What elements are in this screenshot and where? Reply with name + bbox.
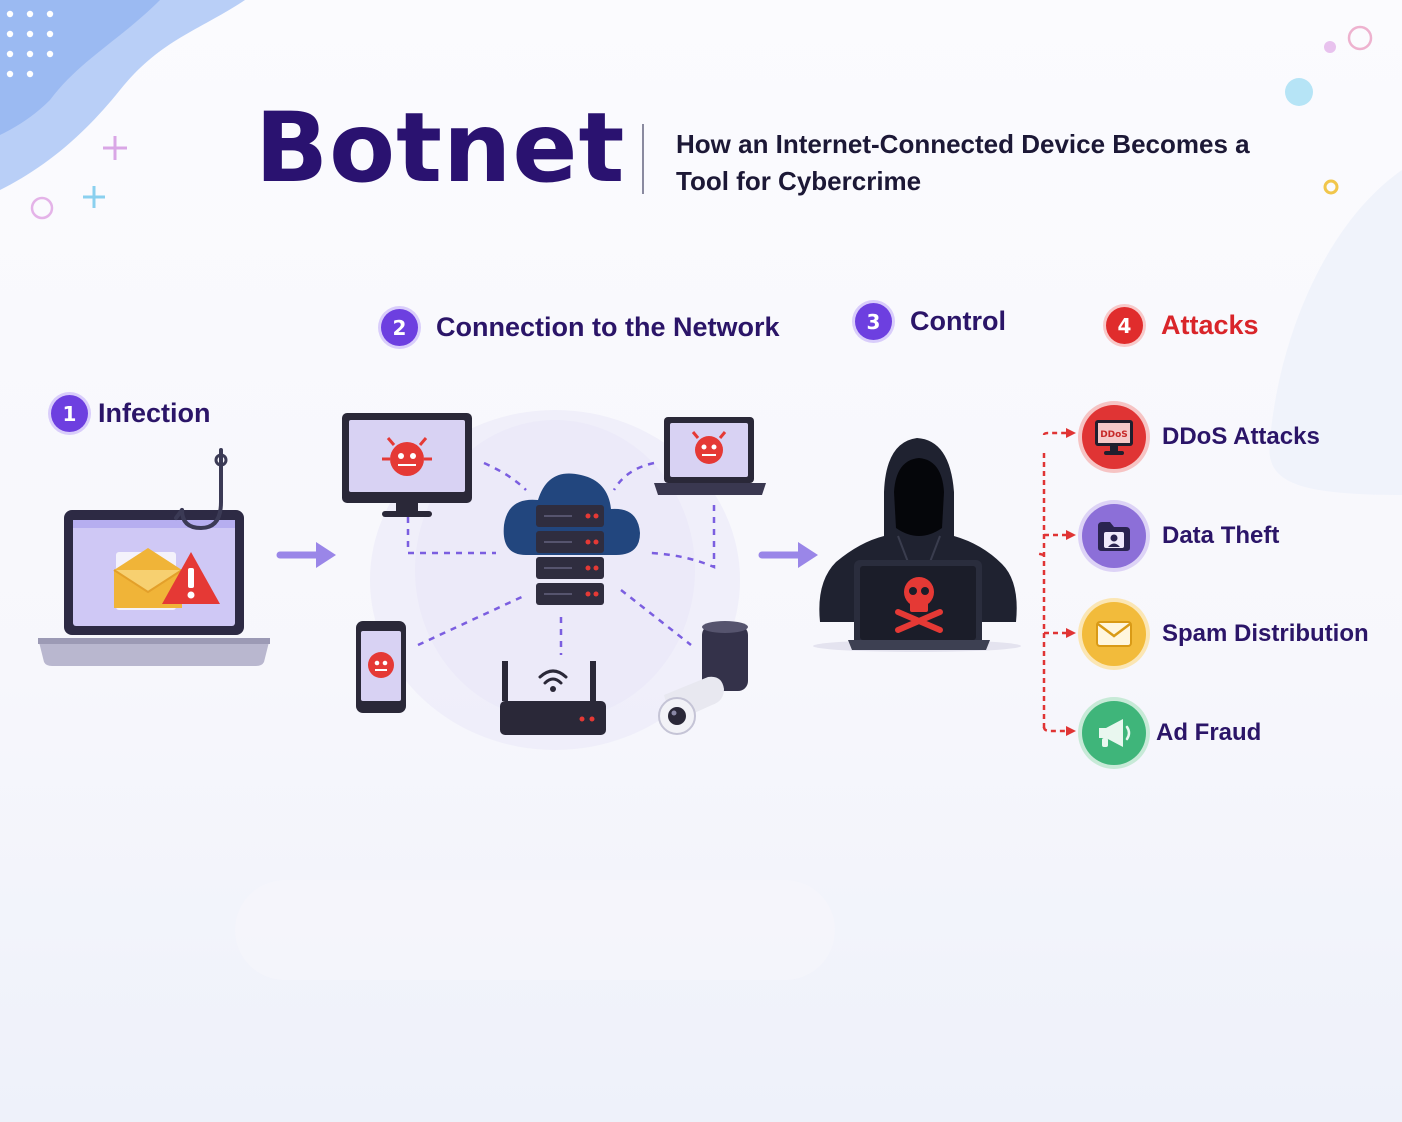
attack-spam: Spam Distribution xyxy=(1082,602,1369,666)
skull-crossbones-icon xyxy=(895,577,943,633)
dot-grid xyxy=(6,10,54,78)
dashed-connectors xyxy=(406,461,716,655)
attack-ddos: DDoS DDoS Attacks xyxy=(1082,405,1320,469)
attack-data-theft: Data Theft xyxy=(1082,504,1279,568)
step-number-badge: 4 xyxy=(1106,307,1143,344)
laptop-icon xyxy=(38,448,270,666)
step-connection: 2 Connection to the Network xyxy=(381,309,780,346)
attack-label: DDoS Attacks xyxy=(1162,423,1320,450)
attack-connectors xyxy=(1035,428,1076,736)
cloud-server-icon xyxy=(503,473,640,605)
attack-label: Data Theft xyxy=(1162,522,1280,549)
step-label: Connection to the Network xyxy=(436,312,780,342)
flow-arrow-1 xyxy=(276,542,336,568)
folder-user-icon xyxy=(1082,504,1146,568)
step-label: Attacks xyxy=(1161,310,1259,340)
step-number-badge: 1 xyxy=(51,395,88,432)
ddos-icon-text: DDoS xyxy=(1100,430,1128,440)
step-label: Control xyxy=(910,306,1006,336)
step-label: Infection xyxy=(98,398,211,428)
smart-speaker-icon xyxy=(702,621,748,691)
attack-label: Spam Distribution xyxy=(1162,620,1369,647)
attack-label: Ad Fraud xyxy=(1156,719,1262,746)
botnet-network-diagram xyxy=(342,413,766,735)
step-number-badge: 3 xyxy=(855,303,892,340)
step-control: 3 Control xyxy=(855,303,1006,340)
envelope-warning-icon xyxy=(113,548,220,610)
infected-phone-icon xyxy=(356,621,406,713)
infected-laptop-icon xyxy=(654,417,766,495)
attack-ad-fraud: Ad Fraud xyxy=(1082,701,1261,765)
infected-monitor-icon xyxy=(342,413,472,517)
page-title: Botnet xyxy=(255,92,626,204)
step-attacks: 4 Attacks xyxy=(1106,307,1259,344)
fishing-hook-icon xyxy=(174,448,228,531)
title-divider xyxy=(642,124,644,194)
security-camera-icon xyxy=(658,676,724,735)
wifi-router-icon xyxy=(500,661,606,735)
ddos-monitor-icon: DDoS xyxy=(1082,405,1146,469)
page-subtitle: How an Internet-Connected Device Becomes… xyxy=(676,129,1250,196)
megaphone-icon xyxy=(1082,701,1146,765)
envelope-icon xyxy=(1082,602,1146,666)
flow-arrow-2 xyxy=(758,542,818,568)
hooded-hacker-icon xyxy=(813,438,1021,652)
step-number-badge: 2 xyxy=(381,309,418,346)
step-infection: 1 Infection xyxy=(51,395,211,432)
